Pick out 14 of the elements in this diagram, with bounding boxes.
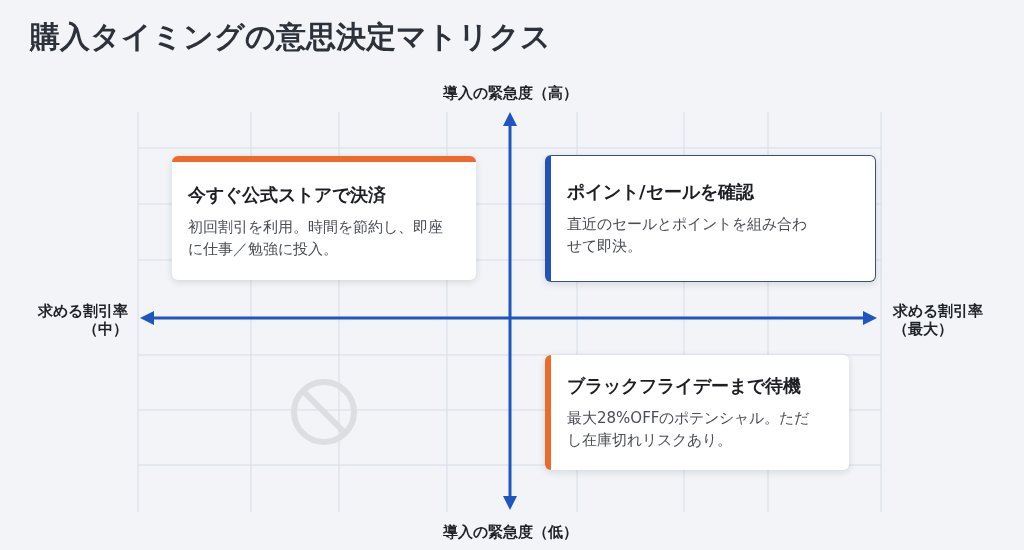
option-card [545, 355, 849, 470]
diagram-title: 購入タイミングの意思決定マトリクス [30, 18, 551, 56]
option-card [545, 155, 876, 282]
axis-label: 導入の緊急度（低） [441, 523, 579, 541]
axis-label: 導入の緊急度（高） [441, 84, 579, 102]
card-title: ポイント/セールを確認 [567, 180, 756, 204]
card-description: 直近のセールとポイントを組み合わせて即決。 [567, 214, 808, 257]
card-title: ブラックフライデーまで待機 [567, 374, 802, 398]
card-description: 初回割引を利用。時間を節約し、即座に仕事／勉強に投入。 [188, 216, 444, 260]
card-description: 最大28%OFFのポテンシャル。ただし在庫切れリスクあり。 [567, 408, 811, 451]
option-card [172, 156, 476, 280]
axis-label: 求める割引率（中） [36, 302, 128, 338]
axis-label: 求める割引率（最大） [893, 302, 984, 338]
card-title: 今すぐ公式ストアで決済 [188, 182, 387, 207]
